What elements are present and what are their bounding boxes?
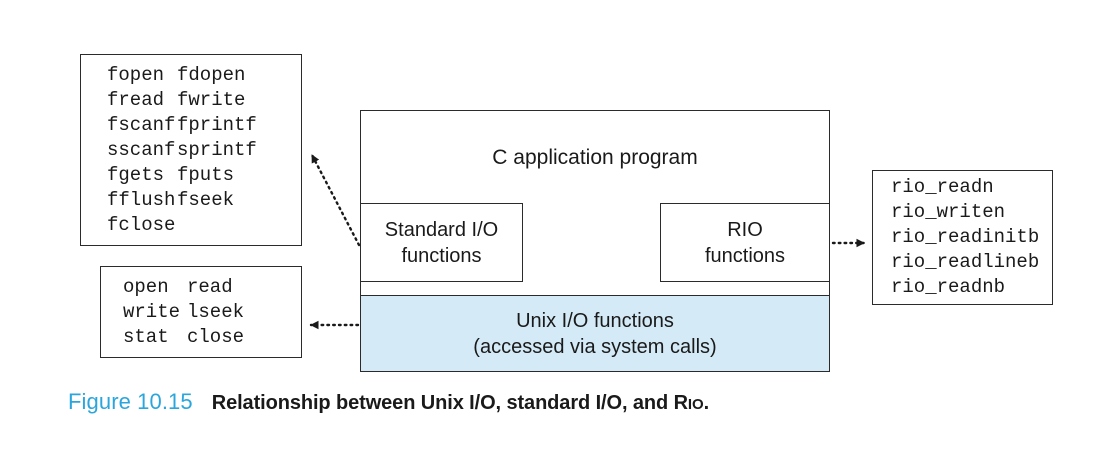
rio-function-list: rio_readn rio_writen rio_readinitb rio_r… <box>872 170 1053 305</box>
unix-io-label-line2: (accessed via system calls) <box>473 335 717 358</box>
list-item: rio_readn <box>891 176 994 198</box>
figure-caption: Figure 10.15 Relationship between Unix I… <box>68 389 709 415</box>
unix-io-band: Unix I/O functions (accessed via system … <box>361 295 829 371</box>
c-application-program-label: C application program <box>492 145 698 169</box>
list-item: open read <box>101 275 301 300</box>
func-name: fseek <box>177 188 235 211</box>
list-item: stat close <box>101 325 301 350</box>
func-name: fgets <box>107 163 165 186</box>
standard-io-label-line2: functions <box>401 244 482 267</box>
list-item: fread fwrite <box>81 88 301 113</box>
list-item: fgets fputs <box>81 163 301 188</box>
func-name: close <box>187 325 245 348</box>
func-name: lseek <box>187 300 245 323</box>
figure-caption-text: Relationship between Unix I/O, standard … <box>212 392 709 415</box>
func-name: fscanf <box>107 113 176 136</box>
list-item: rio_readnb <box>891 276 1006 298</box>
unix-function-list: open read write lseek stat close <box>100 266 302 358</box>
rio-label-line2: functions <box>704 244 786 267</box>
standard-io-functions-box: Standard I/O functions <box>360 203 523 282</box>
caption-text-before: Relationship between Unix I/O, standard … <box>211 392 674 414</box>
func-name: stat <box>123 325 169 348</box>
func-name: fwrite <box>177 88 246 111</box>
rio-label-line1: RIO <box>727 218 763 241</box>
func-name: fprintf <box>177 113 257 136</box>
func-name: read <box>187 275 233 298</box>
caption-rio-r: R <box>673 392 688 414</box>
func-name: sprintf <box>177 138 257 161</box>
func-name: sscanf <box>107 138 176 161</box>
func-name: write <box>123 300 181 323</box>
list-item: rio_readlineb <box>891 251 1040 273</box>
standard-io-label-line1: Standard I/O <box>384 218 499 241</box>
list-item: fflush fseek <box>81 188 301 213</box>
func-name: fflush <box>107 188 176 211</box>
caption-rio-io: IO <box>687 396 704 413</box>
list-item: fclose <box>81 213 301 238</box>
list-item: fscanf fprintf <box>81 113 301 138</box>
list-item: sscanf sprintf <box>81 138 301 163</box>
func-name: fread <box>107 88 165 111</box>
figure-number-label: Figure 10.15 <box>68 389 193 414</box>
func-name: fdopen <box>177 63 246 86</box>
list-item: rio_readinitb <box>891 226 1040 248</box>
unix-io-label-line1: Unix I/O functions <box>516 309 674 332</box>
list-item: write lseek <box>101 300 301 325</box>
list-item: rio_writen <box>891 201 1006 223</box>
func-name: open <box>123 275 169 298</box>
func-name: fputs <box>177 163 235 186</box>
list-item: fopen fdopen <box>81 63 301 88</box>
stdio-function-list: fopen fdopen fread fwrite fscanf fprintf… <box>80 54 302 246</box>
func-name: fopen <box>107 63 165 86</box>
caption-text-after: . <box>703 392 710 414</box>
func-name: fclose <box>107 213 176 236</box>
rio-functions-box: RIO functions <box>660 203 830 282</box>
stdio-arrow <box>310 153 361 247</box>
